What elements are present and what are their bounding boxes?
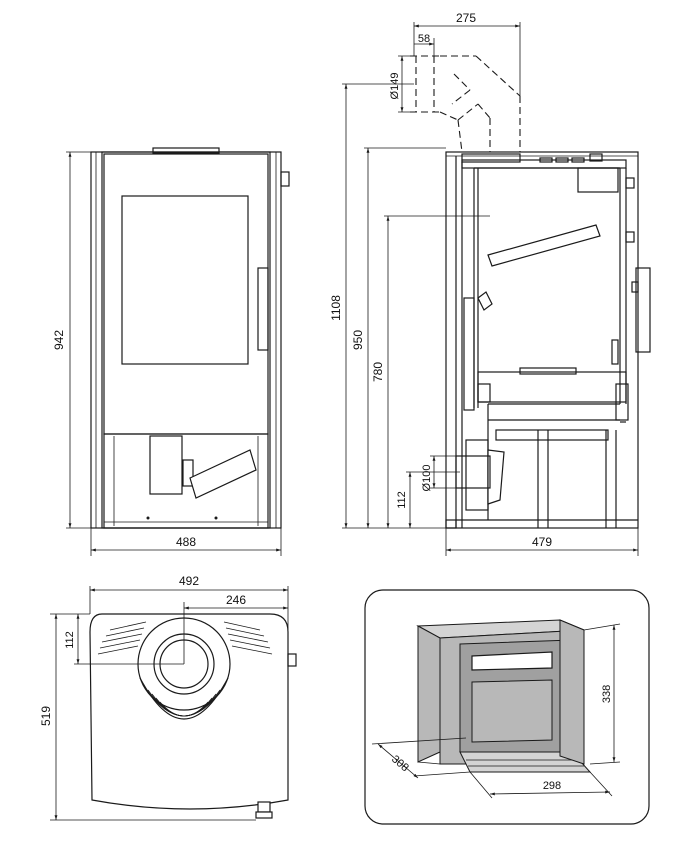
side-depth-label: 479 [532,535,552,549]
front-width-label: 488 [176,535,196,549]
flue-collar-label: 58 [418,33,430,45]
side-flue-height-label: 780 [371,362,385,382]
side-body-height-label: 950 [351,330,365,350]
rear-outlet-diameter-label: Ø100 [421,465,433,492]
front-height-dimension: 942 [52,151,91,529]
front-height-label: 942 [52,330,66,350]
firebox-inset-panel [364,589,650,825]
top-flue-offset-label: 246 [226,593,246,607]
flue-diameter-label: Ø149 [389,73,401,100]
firebox-width-label: 298 [543,780,561,792]
front-view [90,147,290,529]
top-width-label: 492 [179,574,199,588]
side-flue-pipe [410,55,521,153]
side-total-height-label: 1108 [329,295,343,321]
firebox-height-label: 338 [601,685,613,703]
side-dimensions: 275 58 Ø149 1108 950 780 112 Ø100 479 [329,11,639,556]
top-vent-grille [97,621,273,717]
top-view [89,613,297,819]
front-width-dimension: 488 [90,528,282,556]
flue-offset-label: 275 [456,11,476,25]
top-depth-label: 519 [39,706,53,726]
top-dimensions: 492 246 112 519 [39,574,289,821]
rear-outlet-height-label: 112 [396,491,408,509]
side-view [445,151,651,529]
top-flue-depth-label: 112 [64,631,76,649]
